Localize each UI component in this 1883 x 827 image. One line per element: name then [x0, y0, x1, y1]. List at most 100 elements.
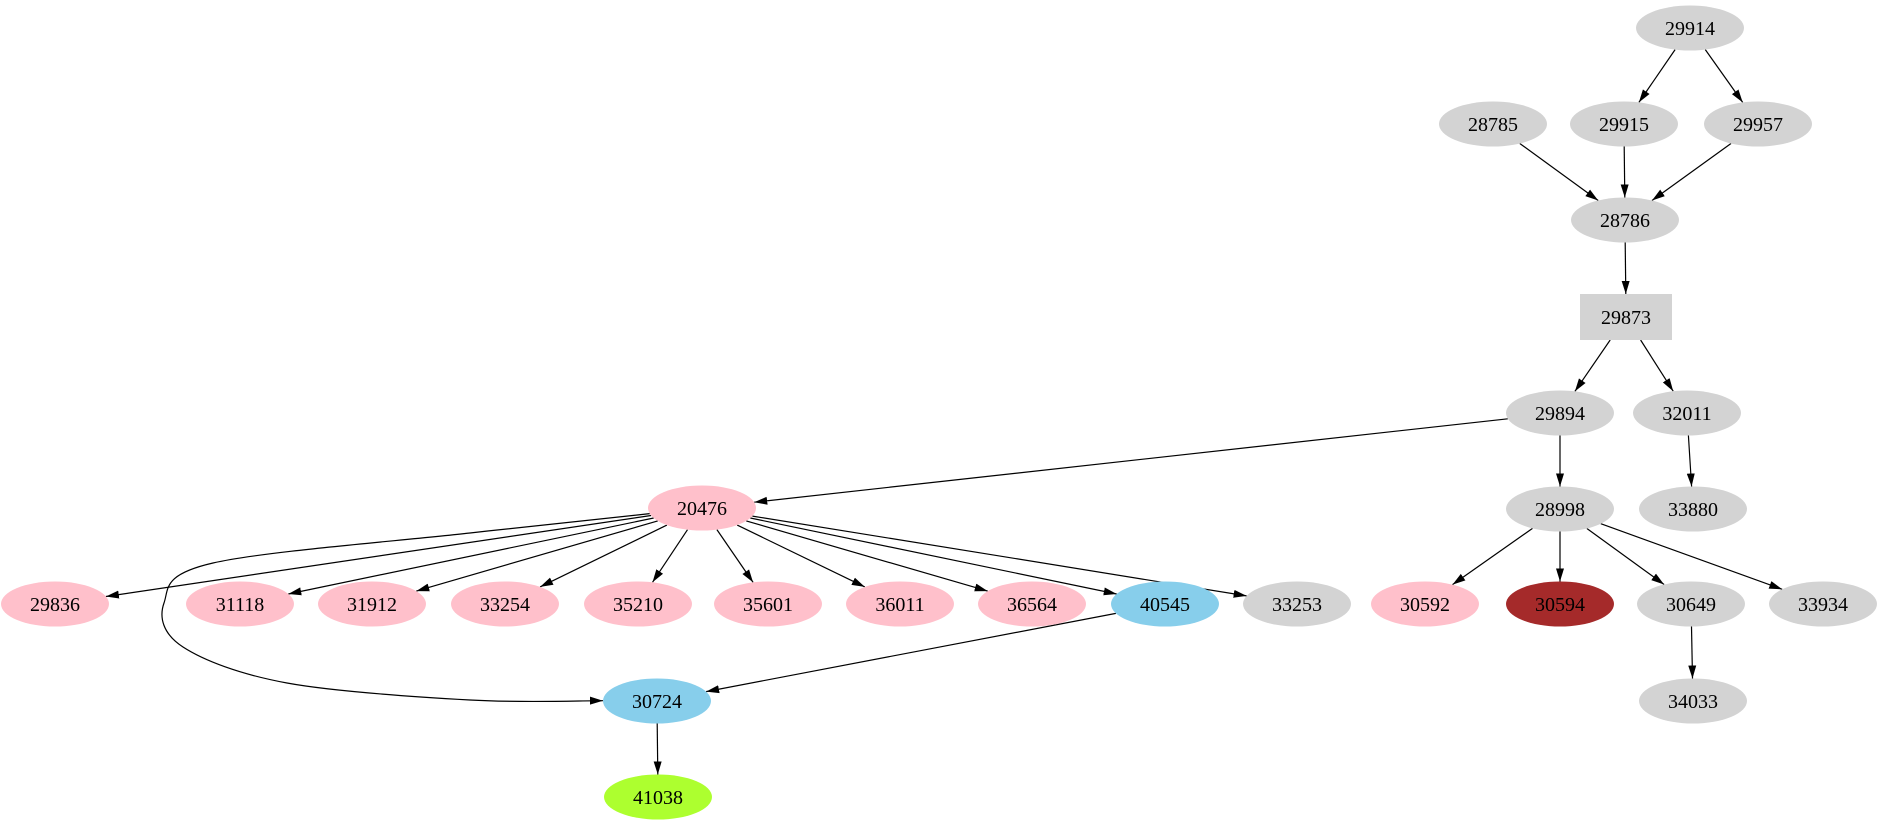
graph-node-label: 29915 — [1599, 114, 1649, 136]
node-ellipse-shape — [1769, 581, 1877, 627]
edge-29873-29894 — [1574, 339, 1611, 392]
node-ellipse-shape — [451, 581, 559, 627]
graph-node-28786: 28786 — [1571, 197, 1679, 243]
graph-node-label: 20476 — [677, 498, 727, 520]
edge-20476-35210 — [652, 529, 688, 583]
graph-node-label: 31912 — [347, 594, 397, 616]
edge-20476-31118 — [288, 517, 654, 596]
graph-node-label: 30724 — [632, 691, 682, 713]
graph-node-label: 30594 — [1535, 594, 1585, 616]
edge-28785-28786 — [1519, 143, 1599, 201]
edge-29914-29915 — [1638, 49, 1676, 103]
node-ellipse-shape — [603, 678, 711, 724]
graph-node-33253: 33253 — [1243, 581, 1351, 627]
graph-node-36011: 36011 — [846, 581, 954, 627]
graph-node-label: 28786 — [1600, 210, 1650, 232]
edge-20476-36011 — [736, 524, 866, 588]
graph-node-label: 28998 — [1535, 499, 1585, 521]
graph-node-29873: 29873 — [1580, 294, 1672, 340]
edge-20476-29836 — [105, 514, 652, 599]
edge-29873-32011 — [1640, 339, 1674, 392]
graph-node-34033: 34033 — [1639, 678, 1747, 724]
node-ellipse-shape — [1, 581, 109, 627]
graph-node-40545: 40545 — [1111, 581, 1219, 627]
node-ellipse-shape — [1637, 581, 1745, 627]
edge-28998-33934 — [1600, 523, 1783, 590]
edge-20476-36564 — [746, 520, 988, 592]
graph-node-29914: 29914 — [1636, 5, 1744, 51]
graph-node-label: 40545 — [1140, 594, 1190, 616]
node-ellipse-shape — [1639, 678, 1747, 724]
node-ellipse-shape — [1506, 581, 1614, 627]
graph-node-30594: 30594 — [1506, 581, 1614, 627]
edge-29894-20476 — [754, 418, 1508, 505]
edge-20476-31912 — [416, 520, 658, 592]
node-ellipse-shape — [1639, 486, 1747, 532]
node-ellipse-shape — [1243, 581, 1351, 627]
graph-node-29915: 29915 — [1570, 101, 1678, 147]
graph-node-33880: 33880 — [1639, 486, 1747, 532]
graph-node-30724: 30724 — [603, 678, 711, 724]
node-ellipse-shape — [584, 581, 692, 627]
node-ellipse-shape — [1636, 5, 1744, 51]
edge-29914-29957 — [1704, 49, 1744, 103]
graph-node-label: 31118 — [216, 594, 265, 616]
graph-node-33934: 33934 — [1769, 581, 1877, 627]
node-ellipse-shape — [1570, 101, 1678, 147]
graph-node-label: 41038 — [633, 787, 683, 809]
graph-node-35601: 35601 — [714, 581, 822, 627]
graph-node-28998: 28998 — [1506, 486, 1614, 532]
node-ellipse-shape — [648, 485, 756, 531]
graph-node-28785: 28785 — [1439, 101, 1547, 147]
graph-node-20476: 20476 — [648, 485, 756, 531]
graph-node-label: 33880 — [1668, 499, 1718, 521]
node-ellipse-shape — [1633, 390, 1741, 436]
node-ellipse-shape — [714, 581, 822, 627]
edge-20476-40545 — [750, 517, 1117, 596]
graph-node-label: 33253 — [1272, 594, 1322, 616]
graph-node-label: 28785 — [1468, 114, 1518, 136]
node-ellipse-shape — [978, 581, 1086, 627]
edge-20476-30724 — [161, 513, 650, 705]
graph-node-label: 35601 — [743, 594, 793, 616]
node-ellipse-shape — [1439, 101, 1547, 147]
node-ellipse-shape — [1506, 390, 1614, 436]
graph-node-label: 33254 — [480, 594, 530, 616]
graph-node-33254: 33254 — [451, 581, 559, 627]
graph-node-label: 29914 — [1665, 18, 1715, 40]
graph-node-29894: 29894 — [1506, 390, 1614, 436]
node-ellipse-shape — [846, 581, 954, 627]
edge-29915-28786 — [1620, 146, 1629, 198]
edge-32011-33880 — [1686, 435, 1695, 487]
node-box-shape — [1580, 294, 1672, 340]
graph-node-36564: 36564 — [978, 581, 1086, 627]
graph-node-41038: 41038 — [604, 774, 712, 820]
edge-20476-35601 — [716, 529, 754, 583]
node-ellipse-shape — [1704, 101, 1812, 147]
edge-30649-34033 — [1688, 626, 1697, 679]
node-ellipse-shape — [604, 774, 712, 820]
node-ellipse-shape — [318, 581, 426, 627]
edge-20476-33254 — [539, 524, 668, 588]
graph-node-label: 33934 — [1798, 594, 1848, 616]
edge-40545-30724 — [705, 612, 1117, 694]
graph-node-label: 36011 — [875, 594, 924, 616]
graph-node-30592: 30592 — [1371, 581, 1479, 627]
graph-node-30649: 30649 — [1637, 581, 1745, 627]
edge-28786-29873 — [1621, 242, 1630, 295]
node-ellipse-shape — [1571, 197, 1679, 243]
graph-node-31118: 31118 — [186, 581, 294, 627]
graph-node-label: 32011 — [1662, 403, 1711, 425]
node-ellipse-shape — [1111, 581, 1219, 627]
node-ellipse-shape — [1371, 581, 1479, 627]
graph-node-label: 30649 — [1666, 594, 1716, 616]
graph-node-label: 30592 — [1400, 594, 1450, 616]
node-ellipse-shape — [1506, 486, 1614, 532]
graph-node-32011: 32011 — [1633, 390, 1741, 436]
graph-node-label: 35210 — [613, 594, 663, 616]
graph-node-label: 29873 — [1601, 307, 1651, 329]
graph-node-31912: 31912 — [318, 581, 426, 627]
graph-node-label: 34033 — [1668, 691, 1718, 713]
